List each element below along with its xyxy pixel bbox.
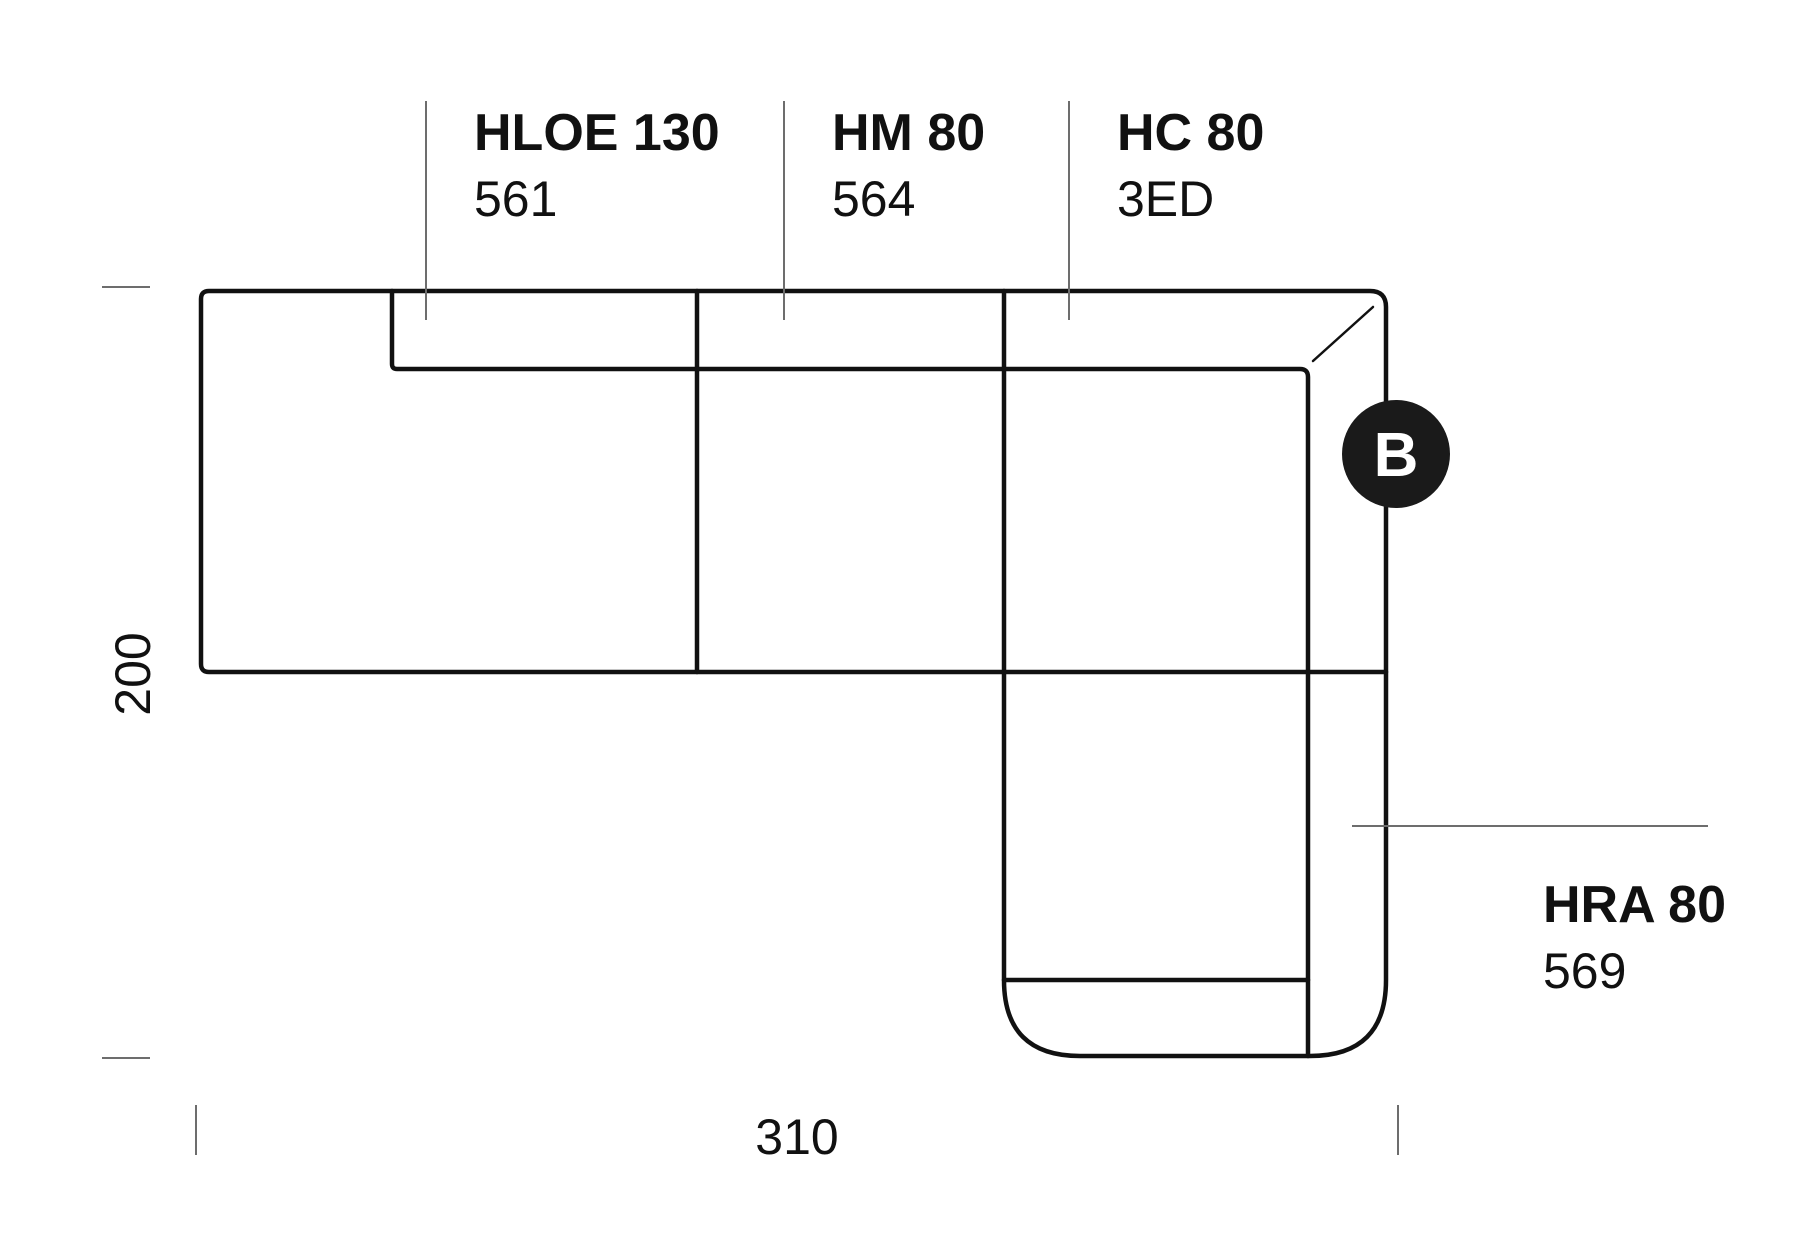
width-dimension-label: 310 (755, 1109, 838, 1165)
module-code: HM 80 (832, 104, 985, 162)
label-hloe-130: HLOE 130 561 (474, 104, 720, 227)
module-code: HLOE 130 (474, 104, 720, 162)
module-code: HRA 80 (1543, 876, 1726, 934)
module-number: 564 (832, 171, 915, 227)
sofa-outline (198, 288, 1389, 1059)
sofa-silhouette (198, 288, 1389, 1059)
module-number: 3ED (1117, 171, 1214, 227)
module-code: HC 80 (1117, 104, 1264, 162)
label-hm-80: HM 80 564 (832, 104, 985, 227)
module-hc-80-backrest (1001, 366, 1311, 675)
variant-badge: B (1342, 400, 1450, 508)
badge-label: B (1374, 421, 1419, 490)
label-hra-80: HRA 80 569 (1543, 876, 1726, 999)
module-number: 561 (474, 171, 557, 227)
depth-dimension-label: 200 (105, 632, 161, 715)
module-number: 569 (1543, 943, 1626, 999)
badge-circle (1342, 400, 1450, 508)
module-hloe-130-backrest (389, 288, 700, 372)
label-hc-80: HC 80 3ED (1117, 104, 1264, 227)
corner-diagonal (1311, 305, 1375, 363)
